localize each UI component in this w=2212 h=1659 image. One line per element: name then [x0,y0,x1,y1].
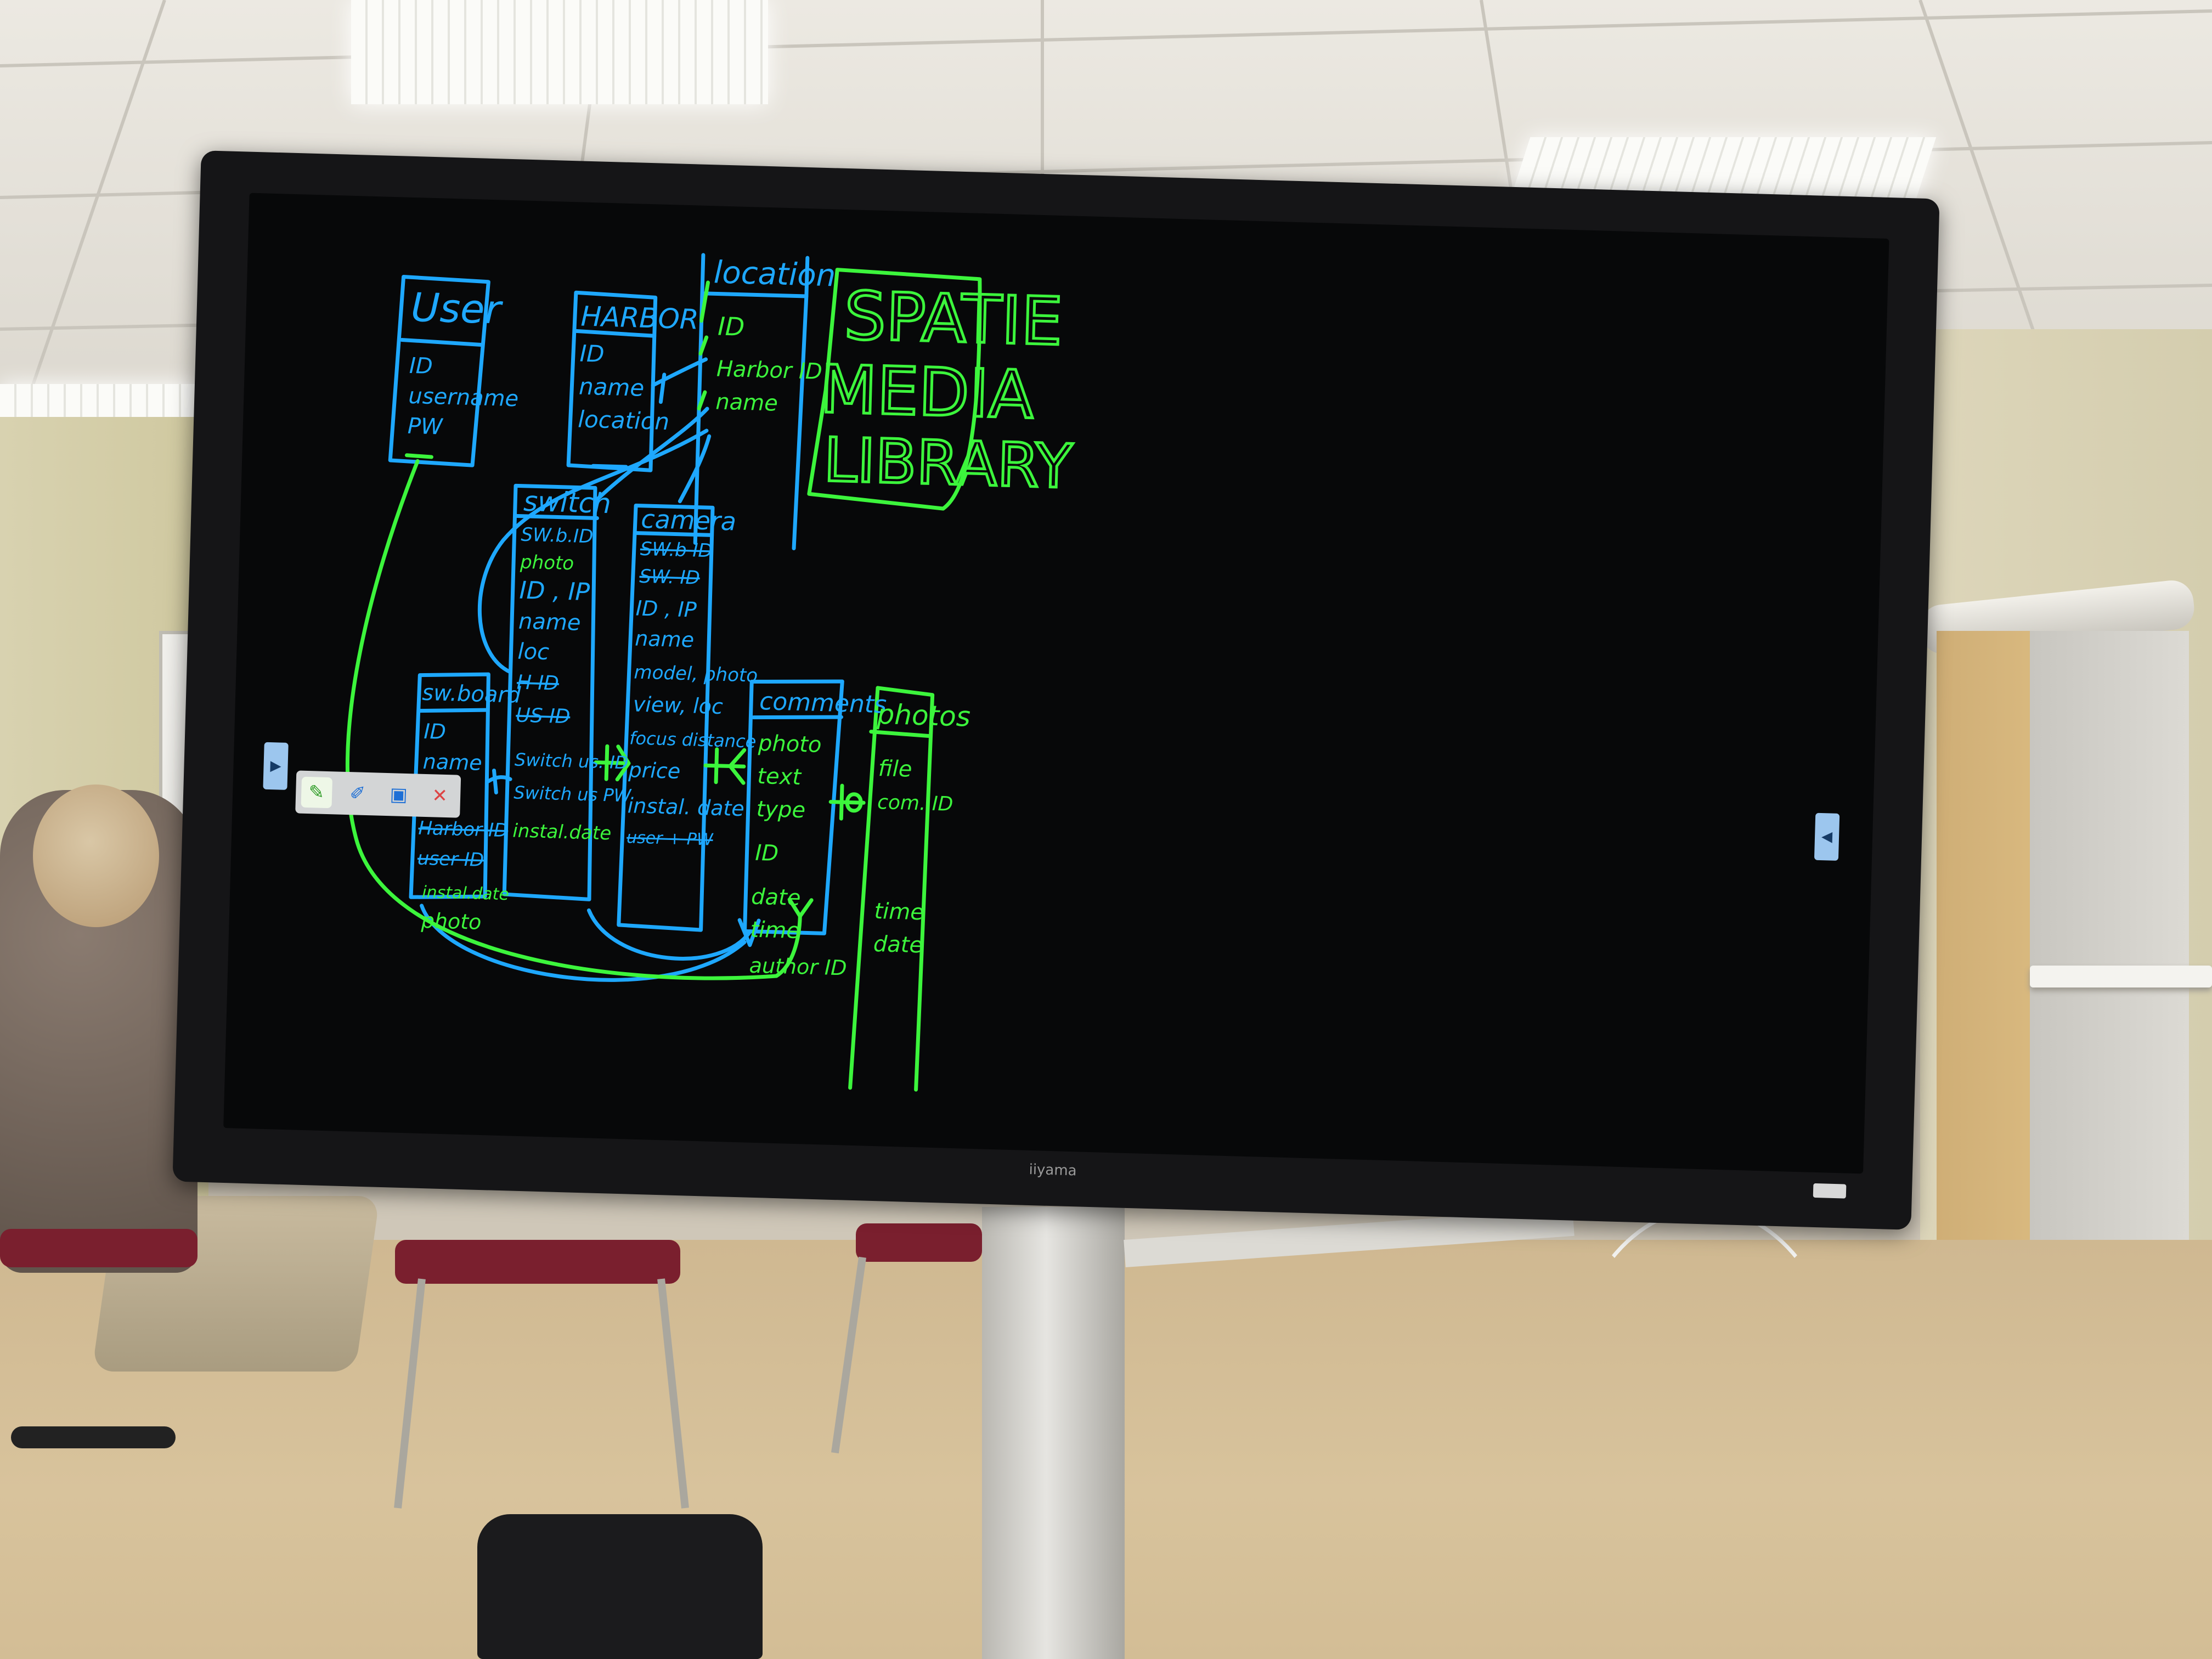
highlighter-icon[interactable]: ✐ [349,782,366,805]
camera-title: camera [641,504,737,537]
screen: User ID username PW HARBOR ID name locat… [223,193,1889,1174]
close-icon[interactable]: ✕ [431,785,448,808]
location-field: Harbor ID [716,357,822,385]
pen-icon[interactable]: ✎ [300,776,332,809]
swboard-field: name [422,749,482,775]
location-entity [693,253,810,551]
harbor-title: HARBOR [580,301,699,336]
monitor-stand [982,1207,1125,1659]
harbor-field: ID [579,340,605,368]
user-title: User [410,284,504,333]
comments-field: date [751,884,801,911]
camera-field: view, loc [633,692,723,719]
whiteboard-canvas[interactable]: User ID username PW HARBOR ID name locat… [223,193,1889,1174]
harbor-entity [566,290,658,472]
camera-field: focus distance [629,727,757,752]
camera-field: model, photo [634,662,758,687]
switch-field: ID , IP [519,577,590,607]
switch-field-struck: US ID [516,704,571,729]
swboard-field-green: photo [420,909,482,934]
camera-entity [617,503,715,932]
switch-field-green: photo [520,551,574,575]
swboard-field-struck: Harbor ID [418,817,509,842]
camera-field: price [628,758,681,783]
banner-line: MEDIA [819,352,1035,434]
location-title: location [713,255,836,294]
swboard-field: ID [424,719,447,744]
photos-field: com. ID [877,791,953,816]
swboard-field-green: instal.date [422,883,510,904]
black-bag [477,1514,763,1659]
location-field: ID [718,312,745,342]
comments-title: comments [759,687,887,719]
camera-field: ID , IP [635,596,697,622]
switch-field: SW.b.ID [521,524,594,548]
whiteboard-toolbar: ✎ ✐ ▣ ✕ [295,770,461,818]
user-field: PW [407,414,443,440]
comments-field: text [757,764,802,790]
comments-field: ID [755,840,779,866]
camera-field: instal. date [627,793,744,821]
monitor: User ID username PW HARBOR ID name locat… [172,150,1940,1230]
camera-field: name [635,627,695,652]
user-field: ID [409,353,433,379]
swboard-entity [409,672,490,899]
banner-box [807,268,982,511]
location-field: name [715,389,778,416]
relation-lines-green [345,280,866,980]
chair-seat [856,1223,982,1262]
harbor-field: name [578,373,644,402]
switch-field: Switch us. ID [515,749,629,774]
camera-field-struck: SW. ID [639,566,700,589]
camera-field-struck: SW.b ID [640,538,713,562]
swboard-field-struck: user ID [417,848,484,871]
swboard-title: sw.board [422,680,522,708]
comments-field: photo [757,731,822,758]
switch-title: switch [523,486,611,520]
comments-field: time [750,917,800,944]
user-entity [388,274,490,467]
switch-field-struck: H ID [516,672,559,695]
comments-entity [743,679,844,935]
photos-entity [848,686,935,1092]
switch-field-green: instal.date [512,820,612,844]
switch-field: loc [517,639,550,665]
ceiling-light [351,0,768,104]
chair-seat [0,1229,198,1267]
harbor-field: location [578,405,670,435]
save-icon[interactable]: ▣ [390,783,408,806]
monitor-brand: iiyama [1029,1161,1077,1180]
comments-field: type [756,797,806,823]
photos-title: photos [876,698,971,733]
comments-field: author ID [749,953,847,980]
left-expand-tab[interactable]: ▶ [263,742,289,790]
monitor-badge [1813,1183,1847,1199]
chair-base [11,1426,176,1448]
photos-field: time [874,899,924,926]
switch-field: name [518,609,581,636]
switch-field: Switch us PW [514,782,632,806]
right-expand-tab[interactable]: ◀ [1814,812,1840,861]
chair-seat [395,1240,680,1284]
camera-field-struck: user + PW [627,828,714,849]
relation-lines-blue [420,357,761,982]
side-table [2030,966,2212,988]
person-head [33,785,159,927]
banner-line: SPATIE [843,278,1064,360]
photos-field: file [878,756,912,782]
user-field: username [408,383,519,412]
banner-line: LIBRARY [823,425,1074,502]
photos-field: date [873,932,923,958]
